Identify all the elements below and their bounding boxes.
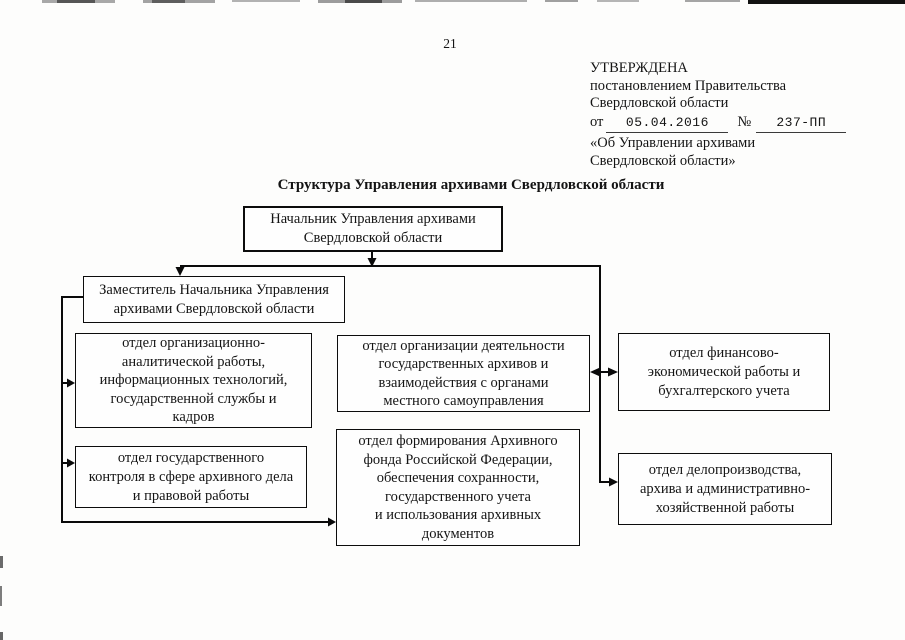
approval-line: УТВЕРЖДЕНА [590,60,688,76]
approval-line: постановлением Правительства [590,77,787,94]
org-box-dept-finance: отдел финансово- экономической работы и … [618,333,830,411]
org-box-dept-archives-activity: отдел организации деятельности государст… [337,335,590,412]
approval-number-label: № [737,113,752,130]
approval-date-value: 05.04.2016 [606,114,729,134]
approval-from-label: от [590,113,604,130]
org-box-dept-state-control: отдел государственного контроля в сфере … [75,446,307,508]
org-box-head: Начальник Управления архивами Свердловск… [243,206,503,252]
approval-line: Свердловской области [590,95,729,112]
page-number: 21 [443,36,457,51]
org-box-dept-org-analytical: отдел организационно- аналитической рабо… [75,333,312,428]
org-box-dept-archive-fund: отдел формирования Архивного фонда Росси… [336,429,580,546]
chart-title: Структура Управления архивами Свердловск… [277,177,665,193]
org-box-dept-records: отдел делопроизводства, архива и админис… [618,453,832,525]
approval-number-value: 237-ПП [756,114,847,134]
approval-line: «Об Управлении архивами [590,135,756,152]
approval-block: УТВЕРЖДЕНА постановлением Правительства … [590,60,890,171]
approval-line: Свердловской области» [590,152,736,169]
org-box-deputy: Заместитель Начальника Управления архива… [83,276,345,323]
